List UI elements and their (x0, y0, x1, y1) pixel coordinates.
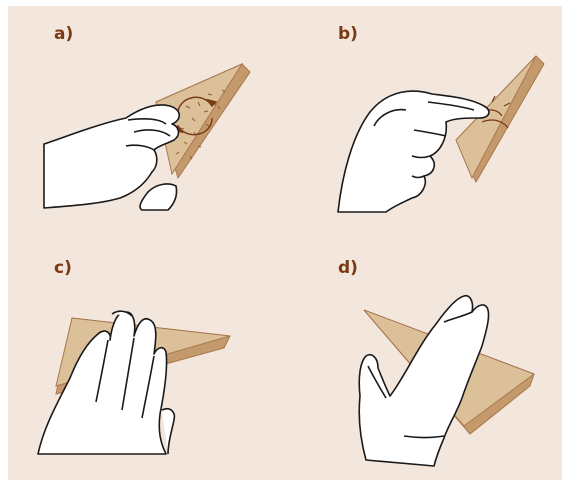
figure-panel: a) b) c) d) (8, 6, 562, 480)
panel-c-illustration (38, 311, 230, 454)
hand-a (44, 105, 179, 210)
illustrations (8, 6, 562, 480)
panel-a-illustration (44, 64, 250, 210)
panel-d-illustration (359, 296, 534, 466)
panel-b-illustration (338, 56, 544, 212)
